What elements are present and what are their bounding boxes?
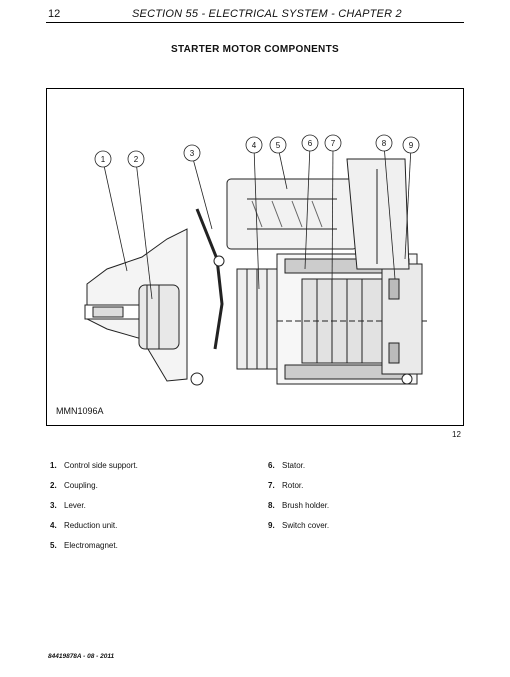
legend-item-3: 3. Lever. [50, 501, 86, 510]
legend-num: 6. [268, 461, 275, 470]
legend-num: 9. [268, 521, 275, 530]
legend-item-9: 9. Switch cover. [268, 521, 329, 530]
legend-text: Switch cover. [282, 521, 330, 530]
legend-text: Brush holder. [282, 501, 330, 510]
callout-2: 2 [134, 155, 139, 164]
legend-item-4: 4. Reduction unit. [50, 521, 117, 530]
page-number: 12 [48, 8, 61, 20]
legend-text: Control side support. [64, 461, 138, 470]
legend-item-5: 5. Electromagnet. [50, 541, 118, 550]
section-title: SECTION 55 - ELECTRICAL SYSTEM - CHAPTER… [132, 8, 402, 20]
legend-text: Lever. [64, 501, 86, 510]
figure-title: STARTER MOTOR COMPONENTS [171, 44, 339, 55]
legend-num: 2. [50, 481, 57, 490]
legend-text: Rotor. [282, 481, 304, 490]
legend-num: 4. [50, 521, 57, 530]
legend-num: 3. [50, 501, 57, 510]
legend-num: 1. [50, 461, 57, 470]
legend-item-8: 8. Brush holder. [268, 501, 329, 510]
legend-item-1: 1. Control side support. [50, 461, 138, 470]
legend-num: 8. [268, 501, 275, 510]
footer-code: 84419878A - 08 - 2011 [48, 653, 115, 660]
callout-6: 6 [308, 139, 313, 148]
figure-code: MMN1096A [56, 406, 104, 416]
legend-text: Reduction unit. [64, 521, 118, 530]
callout-3: 3 [190, 149, 195, 158]
legend-text: Electromagnet. [64, 541, 118, 550]
figure-number: 12 [452, 430, 461, 439]
legend-text: Stator. [282, 461, 306, 470]
legend-item-2: 2. Coupling. [50, 481, 98, 490]
starter-motor-illustration: 1 2 3 4 5 6 7 8 9 [84, 134, 427, 386]
callout-8: 8 [382, 139, 387, 148]
callout-1: 1 [101, 155, 106, 164]
callout-5: 5 [276, 141, 281, 150]
legend-text: Coupling. [64, 481, 98, 490]
figure-frame: 1 2 3 4 5 6 7 8 9 [46, 88, 464, 426]
legend-num: 5. [50, 541, 57, 550]
callout-9: 9 [409, 141, 414, 150]
legend-item-6: 6. Stator. [268, 461, 305, 470]
callout-4: 4 [252, 141, 257, 150]
legend-num: 7. [268, 481, 275, 490]
header-rule [46, 22, 464, 23]
legend-item-7: 7. Rotor. [268, 481, 303, 490]
callout-7: 7 [331, 139, 336, 148]
